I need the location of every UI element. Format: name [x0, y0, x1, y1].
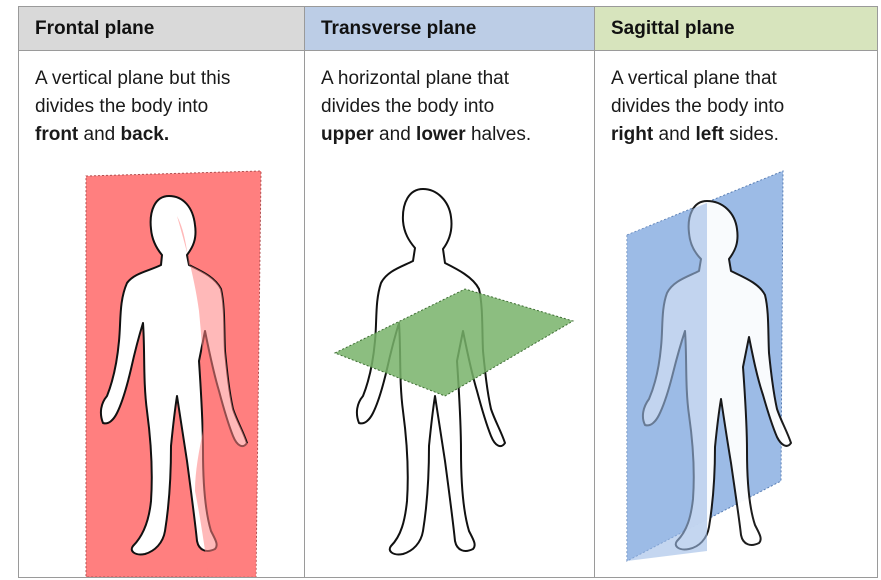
- description-tail: halves.: [466, 124, 531, 145]
- description-joiner: and: [374, 124, 416, 145]
- cell-transverse-plane: A horizontal plane that divides the body…: [305, 51, 595, 577]
- description-line: A vertical plane that: [611, 68, 777, 89]
- header-label: Frontal plane: [35, 18, 154, 40]
- description-emphasis: left: [695, 124, 724, 145]
- description-emphasis: right: [611, 124, 653, 145]
- cell-sagittal-plane: A vertical plane that divides the body i…: [595, 51, 877, 577]
- header-frontal-plane: Frontal plane: [19, 7, 305, 51]
- description-emphasis: front: [35, 124, 78, 145]
- transverse-plane-description: A horizontal plane that divides the body…: [321, 65, 571, 149]
- description-emphasis: back.: [121, 124, 170, 145]
- header-transverse-plane: Transverse plane: [305, 7, 595, 51]
- header-label: Sagittal plane: [611, 18, 735, 40]
- header-label: Transverse plane: [321, 18, 476, 40]
- description-tail: sides.: [724, 124, 779, 145]
- header-sagittal-plane: Sagittal plane: [595, 7, 877, 51]
- description-joiner: and: [653, 124, 695, 145]
- sagittal-plane-description: A vertical plane that divides the body i…: [611, 65, 861, 149]
- description-line: divides the body into: [35, 96, 208, 117]
- description-line: divides the body into: [321, 96, 494, 117]
- description-line: A horizontal plane that: [321, 68, 509, 89]
- description-emphasis: upper: [321, 124, 374, 145]
- sagittal-plane-left-overlay: [627, 203, 707, 561]
- description-line: A vertical plane but this: [35, 68, 230, 89]
- cell-frontal-plane: A vertical plane but this divides the bo…: [19, 51, 305, 577]
- description-line: divides the body into: [611, 96, 784, 117]
- anatomical-planes-table: Frontal plane Transverse plane Sagittal …: [18, 6, 878, 578]
- description-emphasis: lower: [416, 124, 466, 145]
- frontal-plane-description: A vertical plane but this divides the bo…: [35, 65, 285, 149]
- description-joiner: and: [78, 124, 120, 145]
